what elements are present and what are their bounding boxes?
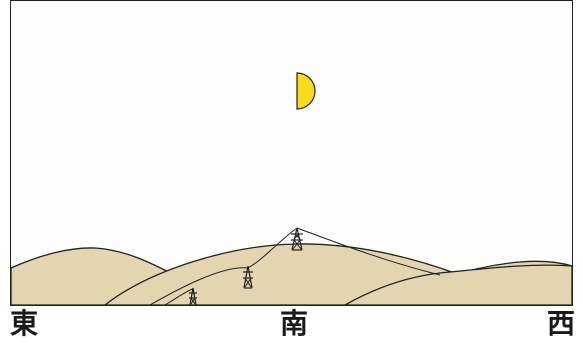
transmission-tower-icon (291, 227, 303, 251)
direction-label-south: 南 (280, 307, 309, 340)
power-line-main (149, 227, 298, 306)
moon-icon (296, 72, 316, 110)
power-line-right (296, 227, 441, 276)
direction-label-west: 西 (547, 307, 576, 340)
power-line-low (164, 288, 194, 306)
hill-right-front (342, 264, 573, 306)
transmission-tower-icon (189, 287, 197, 306)
direction-label-east: 東 (10, 307, 39, 340)
frame-border (10, 0, 573, 306)
transmission-tower-icon (243, 265, 253, 289)
